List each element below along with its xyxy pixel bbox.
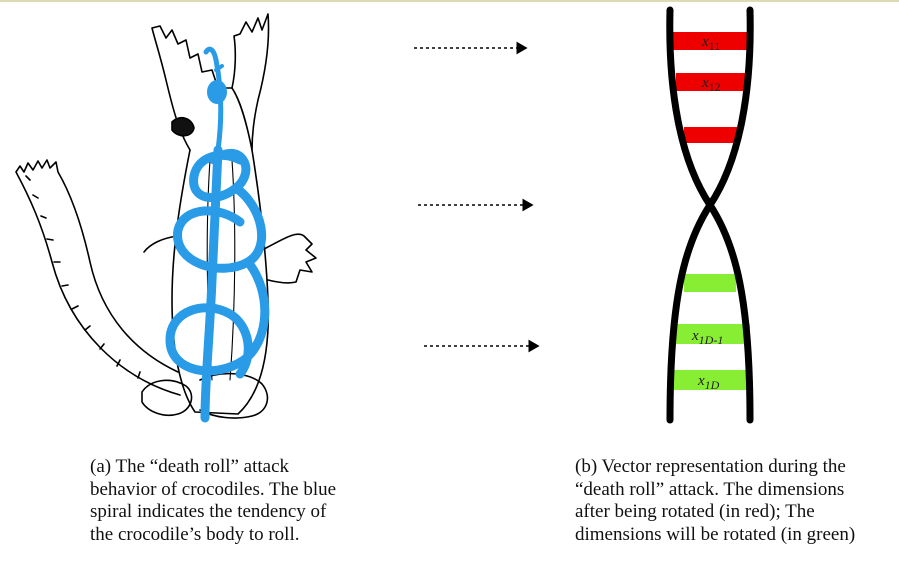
crocodile-left-leg xyxy=(143,235,179,253)
top-border xyxy=(0,0,899,2)
crocodile-hind-legs xyxy=(199,372,269,419)
helix-strand-right xyxy=(666,6,754,424)
spiral-head-blob xyxy=(207,80,227,104)
caption-b-line: after being rotated (in red); The xyxy=(575,501,815,522)
label-x11: x11 xyxy=(701,34,720,53)
vector-helix: x11 x12 x1D-1 x1D xyxy=(666,6,754,424)
rung-green-3 xyxy=(670,370,750,390)
caption-b-line: “death roll” attack. The dimensions xyxy=(575,478,845,500)
rung-green-1 xyxy=(684,274,736,292)
rung-red-2 xyxy=(676,73,750,91)
caption-a-line: spiral indicates the tendency of xyxy=(90,501,327,522)
caption-a: (a) The “death roll” attack behavior of … xyxy=(90,456,355,546)
rung-red-1 xyxy=(670,32,752,50)
label-x1D: x1D xyxy=(697,373,720,392)
crocodile-tail xyxy=(15,159,181,396)
arrows xyxy=(414,41,540,353)
caption-b-line: dimensions will be rotated (in green) xyxy=(575,523,856,545)
label-x12: x12 xyxy=(701,75,721,94)
crocodile-eye xyxy=(171,116,195,137)
crocodile-illustration xyxy=(15,13,317,423)
caption-b-line: (b) Vector representation during the xyxy=(575,456,846,477)
rung-red-3 xyxy=(684,127,738,143)
label-x1D-1: x1D-1 xyxy=(691,328,723,347)
rung-green-2 xyxy=(674,324,750,344)
roll-spiral xyxy=(165,145,270,423)
caption-b: (b) Vector representation during the “de… xyxy=(575,456,881,546)
crocodile-right-leg xyxy=(261,233,317,284)
caption-a-line: the crocodile’s body to roll. xyxy=(90,523,300,545)
caption-a-line: (a) The “death roll” attack xyxy=(90,456,290,477)
helix-strand-left xyxy=(666,6,754,424)
caption-a-line: behavior of crocodiles. The blue xyxy=(90,478,337,500)
